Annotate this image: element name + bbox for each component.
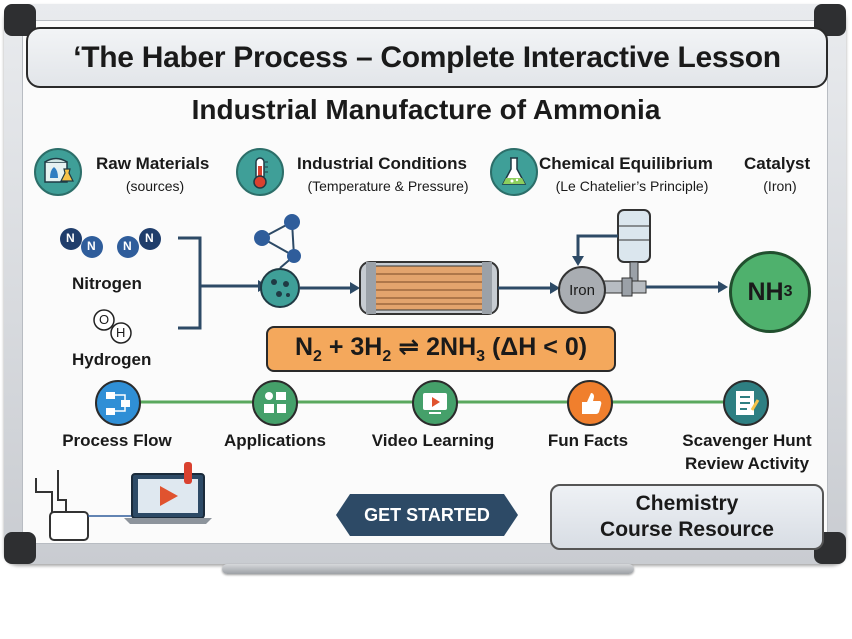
- category-raw-materials-sub: (sources): [125, 178, 185, 194]
- reactor-vessel: [359, 261, 499, 315]
- flask-icon[interactable]: [490, 148, 538, 196]
- nitrogen-atom-label: N: [145, 231, 154, 245]
- equation-box: N2 + 3H2 ⇌ 2NH3 (ΔH < 0): [266, 326, 616, 372]
- lesson-title-banner: ‘The Haber Process – Complete Interactiv…: [26, 27, 828, 88]
- mixing-chamber: [260, 268, 300, 308]
- hydrogen-molecule-icon: [93, 309, 132, 344]
- get-started-shape: [336, 494, 518, 536]
- category-equilibrium-sub: (Le Chatelier’s Principle): [555, 178, 709, 194]
- course-line-1: Chemistry: [635, 492, 739, 515]
- nav-applications[interactable]: Applications: [223, 431, 326, 450]
- hydrogen-label: Hydrogen: [72, 350, 152, 369]
- nav-video-learning[interactable]: Video Learning: [371, 431, 495, 450]
- frame-corner-bottom-left: [4, 532, 36, 564]
- haber-equation: N2 + 3H2 ⇌ 2NH3 (ΔH < 0): [294, 333, 588, 365]
- nav-process-flow[interactable]: Process Flow: [62, 431, 172, 450]
- category-conditions-title[interactable]: Industrial Conditions: [297, 154, 467, 173]
- lab-apparatus-icon: [35, 470, 138, 541]
- lesson-subtitle: Industrial Manufacture of Ammonia: [191, 94, 661, 125]
- storage-tank: [617, 209, 651, 285]
- laptop-video-icon: [124, 462, 212, 524]
- nav-scavenger-hunt[interactable]: Scavenger Hunt: [682, 431, 812, 450]
- product-subscript: 3: [783, 283, 793, 300]
- oxygen-atom-label: O: [99, 312, 110, 327]
- nav-fun-facts[interactable]: Fun Facts: [547, 431, 629, 450]
- applications-icon[interactable]: [252, 380, 298, 426]
- nitrogen-molecule-icon: [60, 228, 161, 258]
- iron-catalyst-label: Iron: [569, 281, 595, 299]
- nitrogen-atom-label: N: [66, 231, 75, 245]
- course-line-2: Course Resource: [600, 518, 774, 541]
- thermometer-icon[interactable]: [236, 148, 284, 196]
- nitrogen-label: Nitrogen: [72, 274, 142, 293]
- get-started-label: GET STARTED: [364, 504, 490, 525]
- molecule-network-icon: [254, 214, 301, 269]
- iron-catalyst-node: Iron: [558, 266, 606, 314]
- nav-review-activity[interactable]: Review Activity: [684, 454, 810, 473]
- category-conditions-sub: (Temperature & Pressure): [307, 178, 469, 194]
- category-catalyst-sub: (Iron): [763, 178, 797, 194]
- category-raw-materials-title[interactable]: Raw Materials: [96, 154, 210, 173]
- thumbs-up-icon[interactable]: [567, 380, 613, 426]
- video-icon[interactable]: [412, 380, 458, 426]
- flowchart-icon[interactable]: [95, 380, 141, 426]
- product-formula: NH: [747, 277, 784, 306]
- marker-tray: [222, 564, 634, 574]
- category-catalyst-title[interactable]: Catalyst: [744, 154, 811, 173]
- checklist-icon[interactable]: [723, 380, 769, 426]
- category-equilibrium-title[interactable]: Chemical Equilibrium: [539, 154, 713, 173]
- merge-bracket: [178, 236, 258, 330]
- get-started-button[interactable]: GET STARTED: [336, 494, 518, 536]
- nitrogen-atom-label: N: [87, 239, 96, 253]
- nitrogen-atom-label: N: [123, 239, 132, 253]
- hydrogen-atom-label: H: [116, 325, 126, 340]
- lesson-title: ‘The Haber Process – Complete Interactiv…: [73, 40, 781, 74]
- course-resource-card[interactable]: Chemistry Course Resource: [550, 484, 824, 550]
- factory-icon[interactable]: [34, 148, 82, 196]
